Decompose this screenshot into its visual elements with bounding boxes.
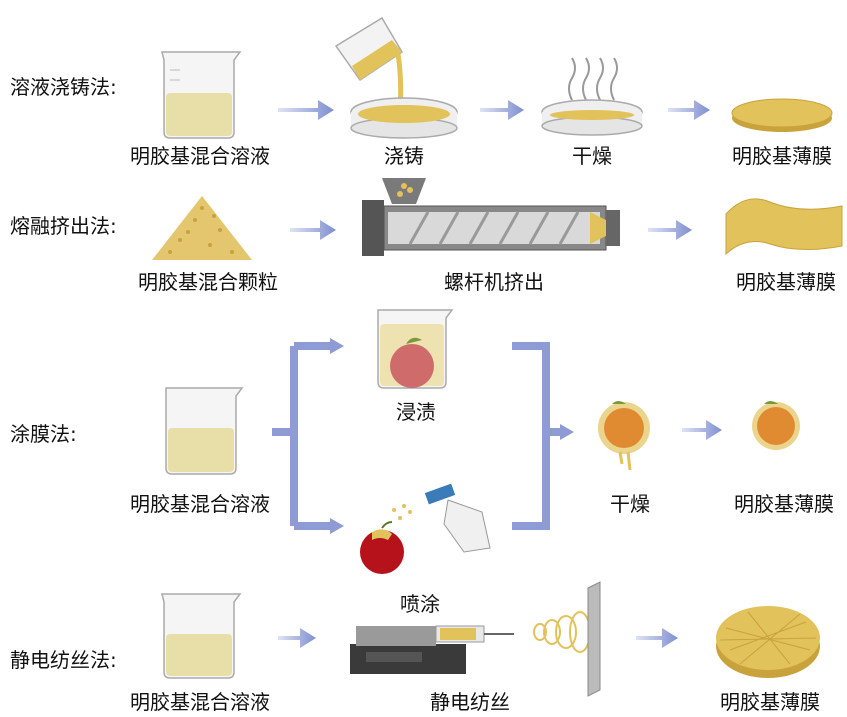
flow-arrow bbox=[668, 100, 710, 120]
step-label-film: 明胶基薄膜 bbox=[734, 492, 834, 516]
coated-apple-icon bbox=[752, 401, 800, 450]
drying-apple-icon bbox=[598, 401, 650, 471]
syringe-pump-icon bbox=[350, 625, 514, 674]
collector-plate-icon bbox=[587, 581, 601, 697]
screw-extruder-icon bbox=[362, 178, 620, 256]
petri-dish-icon bbox=[350, 97, 458, 139]
gelatin-film-disc-icon bbox=[731, 98, 833, 132]
step-label-extrusion: 螺杆机挤出 bbox=[444, 270, 544, 294]
flow-arrow bbox=[636, 628, 678, 648]
apple-icon bbox=[360, 521, 404, 574]
flow-arrow bbox=[278, 628, 316, 648]
nanofiber-mat-icon bbox=[716, 606, 820, 678]
step-label-electrospinning: 静电纺丝 bbox=[430, 690, 510, 714]
step-label-casting: 浇铸 bbox=[384, 144, 424, 168]
beaker-icon bbox=[161, 51, 242, 139]
step-label-solution: 明胶基混合溶液 bbox=[130, 492, 270, 516]
flow-arrow bbox=[682, 420, 722, 440]
flow-arrow bbox=[330, 518, 344, 534]
flow-arrow bbox=[330, 338, 344, 354]
flow-arrow bbox=[648, 220, 692, 240]
beaker-icon bbox=[161, 593, 242, 679]
step-label-granules: 明胶基混合颗粒 bbox=[138, 270, 278, 294]
spray-bottle-icon bbox=[392, 483, 491, 553]
granule-pile-icon bbox=[152, 196, 252, 260]
flow-arrow bbox=[278, 100, 334, 120]
step-label-drying: 干燥 bbox=[610, 492, 650, 516]
branch-connector bbox=[272, 342, 330, 530]
dipping-beaker-icon bbox=[377, 309, 454, 389]
step-label-film: 明胶基薄膜 bbox=[736, 270, 836, 294]
method-label-casting: 溶液浇铸法: bbox=[10, 75, 117, 99]
flow-arrow bbox=[480, 100, 524, 120]
step-label-film: 明胶基薄膜 bbox=[732, 144, 832, 168]
step-label-spraying: 喷涂 bbox=[400, 592, 440, 616]
drying-dish-icon bbox=[541, 57, 643, 136]
spinning-jet-icon bbox=[533, 611, 591, 653]
step-label-dipping: 浸渍 bbox=[396, 400, 436, 424]
gelatin-film-sheet-icon bbox=[725, 198, 843, 256]
flow-arrow bbox=[560, 424, 574, 440]
method-label-coating: 涂膜法: bbox=[10, 422, 77, 446]
method-label-melt: 熔融挤出法: bbox=[10, 214, 117, 238]
beaker-icon bbox=[165, 387, 244, 475]
step-label-solution: 明胶基混合溶液 bbox=[130, 690, 270, 714]
merge-connector bbox=[512, 342, 560, 530]
step-label-drying: 干燥 bbox=[572, 144, 612, 168]
step-label-solution: 明胶基混合溶液 bbox=[130, 144, 270, 168]
step-label-film: 明胶基薄膜 bbox=[720, 690, 820, 714]
method-label-electrospin: 静电纺丝法: bbox=[10, 648, 117, 672]
pouring-cup-icon bbox=[334, 16, 404, 111]
flow-arrow bbox=[290, 220, 336, 240]
